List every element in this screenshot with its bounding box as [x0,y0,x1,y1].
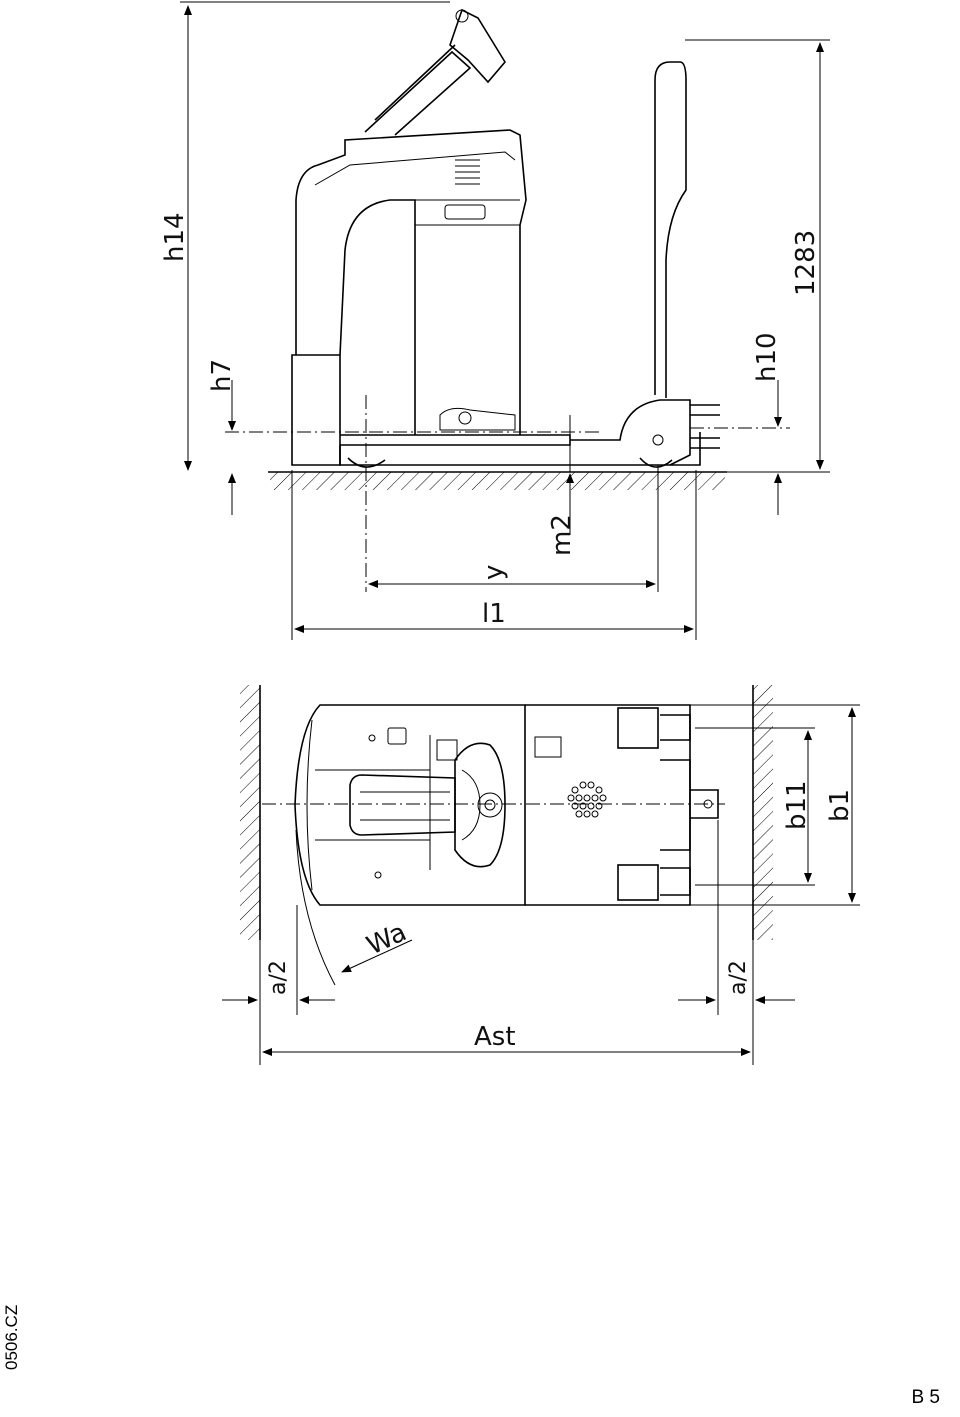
truck-body-side [291,8,720,468]
document-code: 0506.CZ [2,1304,21,1370]
label-h10: h10 [752,332,782,382]
tiller-arm [364,8,506,136]
side-view: h14 h7 h10 1283 m2 y [160,1,830,640]
label-l1: l1 [482,599,506,629]
dimension-a2-left: a/2 [222,905,335,1065]
label-1283: 1283 [791,230,821,296]
label-a2-left: a/2 [266,960,291,995]
dimension-h14: h14 [160,5,192,471]
truck-body-top [294,704,719,906]
page-number: B 5 [911,1387,940,1408]
dimension-l1: l1 [294,599,694,633]
label-h7: h7 [207,359,237,392]
dimension-a2-right: a/2 [678,820,795,1065]
vent-grille [455,159,480,185]
top-view: b11 b1 Wa a/2 a/2 [222,685,860,1065]
dimension-ast: Ast [262,1022,751,1056]
dimension-y: y [368,565,656,588]
dimension-b11: b11 [782,730,812,883]
label-ast: Ast [474,1022,516,1052]
label-h14: h14 [160,212,190,262]
dimension-h7: h7 [207,359,237,515]
dimension-b1: b1 [825,707,856,903]
dimension-h10: h10 [752,332,782,515]
label-y: y [479,565,509,580]
tiller-head-top [454,742,506,868]
ground-hatch-side [268,471,727,490]
label-wa: Wa [362,917,411,961]
dimension-1283: 1283 [791,42,824,470]
dotted-emblem [567,781,607,818]
right-wall [752,685,773,940]
label-b11: b11 [782,780,812,830]
dimension-m2: m2 [547,473,577,556]
dimension-wa: Wa [295,829,413,986]
label-m2: m2 [547,514,577,556]
label-a2-right: a/2 [726,960,751,995]
label-b1: b1 [825,789,855,822]
left-wall [240,685,261,940]
